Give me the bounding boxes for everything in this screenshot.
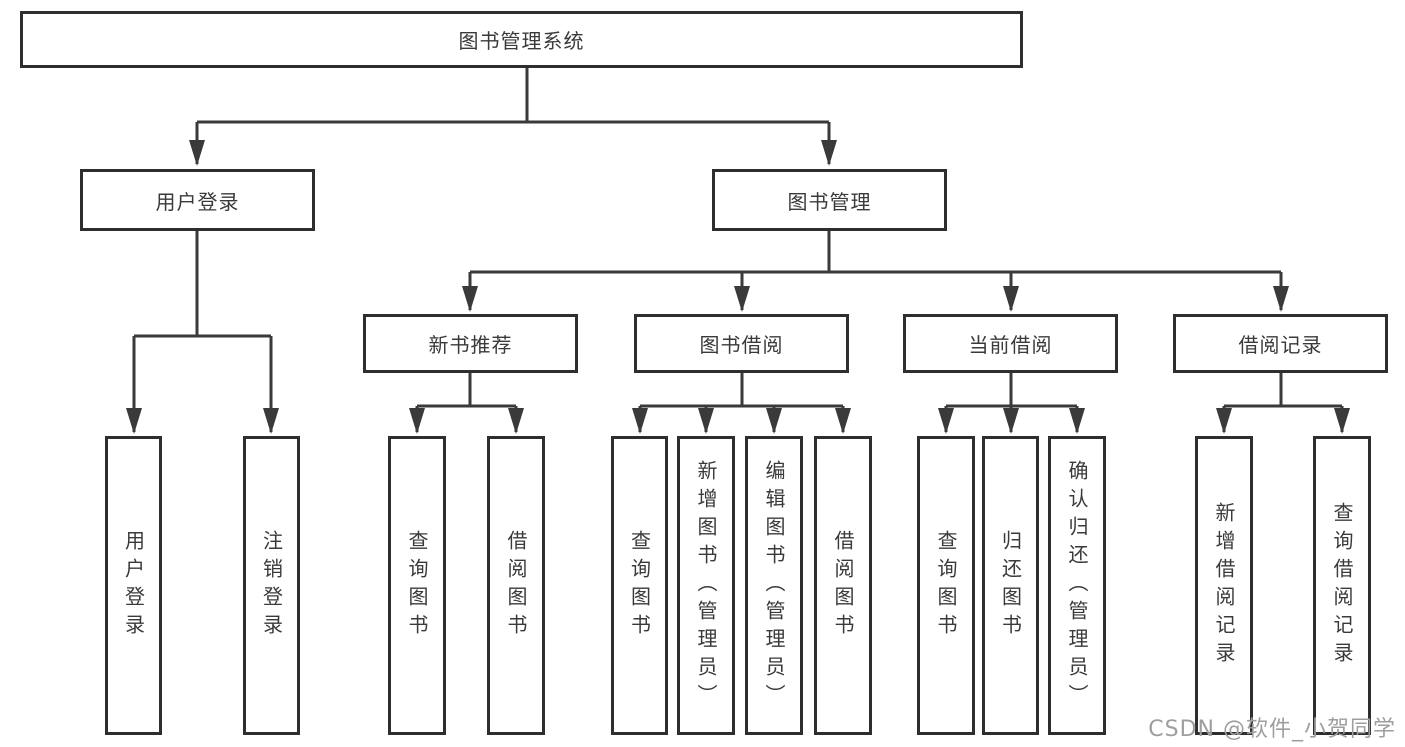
node-new-book-recommend: 新书推荐: [363, 314, 578, 373]
leaf-add-books-admin: 新增图书（管理员）: [677, 436, 735, 735]
leaf-user-login: 用户登录: [105, 436, 162, 735]
node-label: 用户登录: [121, 529, 146, 642]
node-label: 图书管理: [787, 189, 872, 214]
node-label: 图书管理系统: [458, 29, 585, 53]
node-current-borrowing: 当前借阅: [903, 314, 1118, 373]
node-borrowing-records: 借阅记录: [1173, 314, 1388, 373]
node-label: 新书推荐: [428, 333, 513, 357]
leaf-return-books: 归还图书: [982, 436, 1039, 735]
leaf-query-books-2: 查询图书: [611, 436, 668, 735]
node-label: 查询图书: [934, 529, 958, 642]
leaf-borrow-books: 借阅图书: [487, 436, 545, 735]
node-label: 新增图书（管理员）: [694, 459, 718, 712]
leaf-query-books: 查询图书: [388, 436, 446, 735]
leaf-query-borrow-record: 查询借阅记录: [1313, 436, 1371, 735]
watermark: CSDN @软件_小贺同学: [1148, 717, 1396, 742]
node-label: 查询图书: [627, 529, 652, 642]
node-label: 查询借阅记录: [1330, 501, 1354, 670]
leaf-logout: 注销登录: [243, 436, 300, 735]
leaf-edit-books-admin: 编辑图书（管理员）: [745, 436, 803, 735]
node-label: 查询图书: [405, 529, 429, 642]
node-label: 借阅记录: [1238, 333, 1323, 357]
leaf-confirm-return-admin: 确认归还（管理员）: [1048, 436, 1106, 735]
connector-elbows: [134, 68, 1342, 408]
node-label: 新增借阅记录: [1212, 501, 1236, 670]
node-label: 当前借阅: [968, 333, 1053, 357]
node-label: 编辑图书（管理员）: [762, 459, 786, 712]
node-book-management: 图书管理: [712, 169, 947, 231]
leaf-borrow-books-2: 借阅图书: [814, 436, 872, 735]
node-book-borrowing: 图书借阅: [634, 314, 849, 373]
node-label: 借阅图书: [504, 529, 528, 642]
node-library-management-system: 图书管理系统: [20, 11, 1023, 68]
node-label: 用户登录: [155, 189, 240, 214]
leaf-add-borrow-record: 新增借阅记录: [1195, 436, 1253, 735]
node-label: 图书借阅: [699, 333, 784, 357]
node-label: 注销登录: [259, 529, 284, 642]
node-label: 借阅图书: [831, 529, 855, 642]
node-label: 归还图书: [998, 529, 1023, 642]
leaf-query-books-3: 查询图书: [917, 436, 975, 735]
node-user-login: 用户登录: [80, 169, 315, 231]
node-label: 确认归还（管理员）: [1065, 459, 1089, 712]
